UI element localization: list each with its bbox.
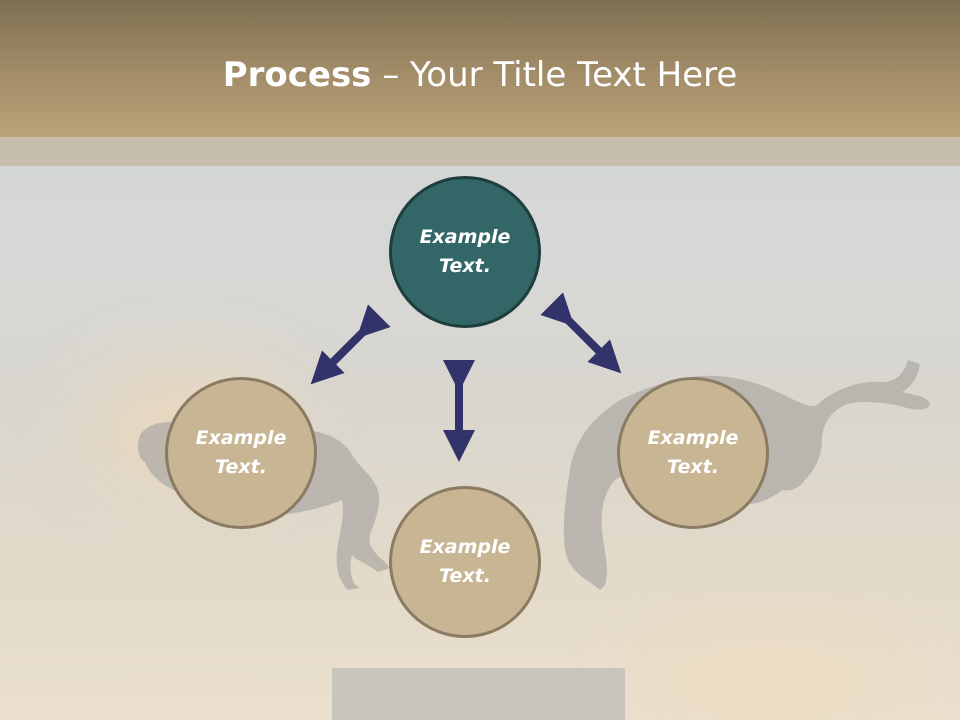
node-bottom-line2: Text. (439, 565, 491, 587)
node-top-line2: Text. (439, 255, 491, 277)
node-bottom-line1: Example (419, 536, 511, 558)
node-left-line1: Example (195, 427, 287, 449)
slide-title: Process – Your Title Text Here (0, 48, 960, 102)
node-left-line2: Text. (215, 456, 267, 478)
title-bold: Process (222, 55, 372, 95)
arrow-top-left (310, 304, 391, 385)
node-right-line1: Example (647, 427, 739, 449)
process-node-right[interactable]: Example Text. (617, 377, 769, 529)
process-node-top[interactable]: Example Text. (389, 176, 541, 328)
node-top-line1: Example (419, 226, 511, 248)
pedestal (332, 668, 625, 720)
title-bar (0, 0, 960, 137)
process-node-left[interactable]: Example Text. (165, 377, 317, 529)
title-bar-strip (0, 137, 960, 166)
sky-glow-right (640, 640, 900, 720)
node-right-line2: Text. (667, 456, 719, 478)
title-rest: – Your Title Text Here (371, 55, 738, 95)
process-node-bottom[interactable]: Example Text. (389, 486, 541, 638)
arrow-top-right (540, 292, 622, 374)
